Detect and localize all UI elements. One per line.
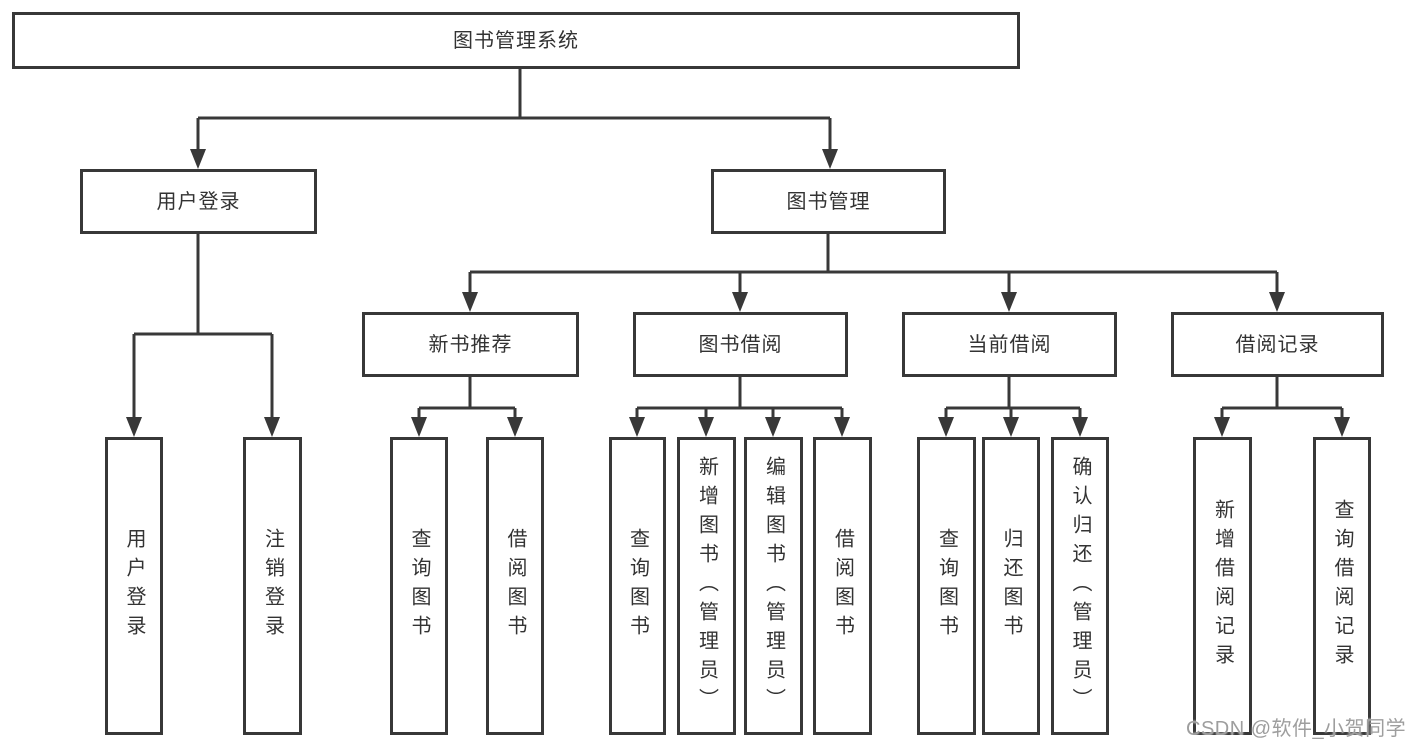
node-borrow-records: 借阅记录	[1171, 312, 1384, 377]
leaf-records-add: 新增借阅记录	[1193, 437, 1252, 735]
node-label: 图书管理系统	[453, 29, 579, 52]
node-new-book-recommend: 新书推荐	[362, 312, 579, 377]
node-user-login: 用户登录	[80, 169, 317, 234]
leaf-logout: 注销登录	[243, 437, 302, 735]
node-label: 注销登录	[261, 528, 284, 644]
node-label: 查询图书	[935, 528, 958, 644]
node-label: 新增借阅记录	[1211, 499, 1234, 673]
node-label: 图书管理	[786, 190, 871, 213]
node-label: 查询图书	[626, 528, 649, 644]
node-label: 新书推荐	[428, 333, 513, 356]
leaf-borrow-borrow: 借阅图书	[813, 437, 872, 735]
node-label: 新增图书（管理员）	[695, 455, 718, 717]
leaf-borrow-query: 查询图书	[609, 437, 666, 735]
node-label: 借阅图书	[831, 528, 854, 644]
connector-user-branch	[134, 231, 272, 336]
connector-root-branch	[198, 68, 830, 120]
node-label: 当前借阅	[967, 333, 1052, 356]
node-label: 查询图书	[408, 528, 430, 644]
node-book-management: 图书管理	[711, 169, 946, 234]
node-label: 用户登录	[123, 528, 145, 644]
leaf-records-query: 查询借阅记录	[1313, 437, 1371, 735]
node-label: 用户登录	[156, 190, 241, 213]
connector-current-branch	[946, 375, 1080, 410]
node-current-borrow: 当前借阅	[902, 312, 1117, 377]
arrowheads	[126, 149, 1350, 437]
connector-borrow-branch	[637, 375, 842, 410]
leaf-newbook-borrow: 借阅图书	[486, 437, 544, 735]
connector-newbook-branch	[419, 375, 515, 410]
connector-mgmt-branch	[470, 231, 1277, 274]
node-label: 查询借阅记录	[1331, 499, 1353, 673]
leaf-current-query: 查询图书	[917, 437, 976, 735]
leaf-borrow-edit-admin: 编辑图书（管理员）	[744, 437, 803, 735]
node-label: 编辑图书（管理员）	[762, 455, 785, 717]
node-label: 借阅图书	[504, 528, 526, 644]
node-book-borrow: 图书借阅	[633, 312, 848, 377]
leaf-user-login: 用户登录	[105, 437, 163, 735]
watermark-text: CSDN @软件_小贺同学	[1186, 718, 1405, 740]
connector-records-branch	[1222, 375, 1342, 410]
leaf-borrow-add-admin: 新增图书（管理员）	[677, 437, 736, 735]
node-label: 图书借阅	[698, 333, 783, 356]
node-library-system: 图书管理系统	[12, 12, 1020, 69]
node-label: 归还图书	[1000, 528, 1022, 644]
leaf-current-confirm-admin: 确认归还（管理员）	[1051, 437, 1109, 735]
node-label: 借阅记录	[1235, 333, 1320, 356]
leaf-current-return: 归还图书	[982, 437, 1040, 735]
leaf-newbook-query: 查询图书	[390, 437, 448, 735]
node-label: 确认归还（管理员）	[1069, 455, 1091, 717]
